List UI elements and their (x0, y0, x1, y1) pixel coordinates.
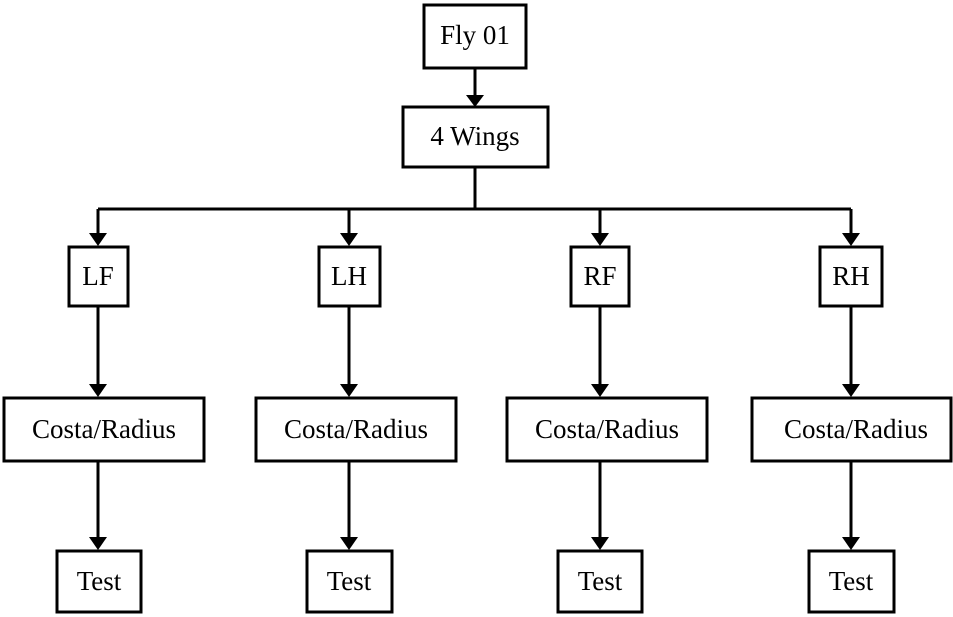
arrowhead-lf-vein (89, 384, 107, 397)
node-test-label: Test (77, 566, 122, 596)
arrowhead-rf-vein (591, 384, 609, 397)
arrowhead-lf (89, 233, 107, 246)
node-wing-rf: RF (569, 245, 631, 308)
node-root: Fly 01 (422, 3, 528, 70)
arrowhead-lf-test (89, 537, 107, 550)
arrowhead-lh (340, 233, 358, 246)
node-test-lf: Test (55, 549, 143, 614)
node-test-label: Test (829, 566, 874, 596)
node-test-label: Test (327, 566, 372, 596)
node-wing-lh: LH (317, 245, 382, 308)
arrowhead-rh-vein (842, 384, 860, 397)
node-test-rh: Test (807, 549, 896, 614)
node-vein-label: Costa/Radius (284, 414, 428, 444)
node-vein-rh: Costa/Radius (750, 396, 953, 463)
node-test-lh: Test (305, 549, 394, 614)
node-vein-lh: Costa/Radius (254, 396, 458, 463)
arrowhead-wings (466, 95, 484, 107)
node-wing-label: LF (82, 261, 114, 291)
arrowhead-lh-vein (340, 384, 358, 397)
node-vein-label: Costa/Radius (784, 414, 928, 444)
connectors (89, 69, 860, 550)
node-wing-lf: LF (67, 245, 130, 308)
node-root-label: Fly 01 (440, 20, 510, 50)
node-wing-label: RH (832, 261, 870, 291)
node-wing-rh: RH (818, 245, 884, 308)
node-vein-rf: Costa/Radius (505, 396, 709, 463)
node-test-rf: Test (556, 549, 644, 614)
node-wings: 4 Wings (401, 105, 550, 169)
node-wing-label: LH (331, 261, 367, 291)
arrowhead-lh-test (340, 537, 358, 550)
node-vein-label: Costa/Radius (32, 414, 176, 444)
node-wing-label: RF (583, 261, 616, 291)
arrowhead-rh (842, 233, 860, 246)
node-test-label: Test (578, 566, 623, 596)
node-vein-label: Costa/Radius (535, 414, 679, 444)
arrowhead-rh-test (842, 537, 860, 550)
node-vein-lf: Costa/Radius (2, 396, 206, 463)
node-wings-label: 4 Wings (430, 121, 519, 151)
arrowhead-rf (591, 233, 609, 246)
arrowhead-rf-test (591, 537, 609, 550)
